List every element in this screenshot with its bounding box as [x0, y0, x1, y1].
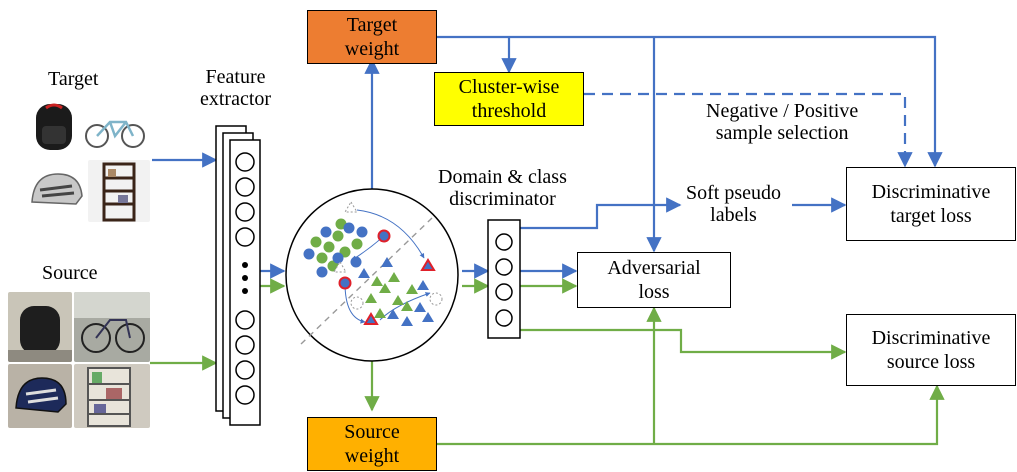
cluster-threshold-box: Cluster-wise threshold	[434, 72, 584, 126]
disc-source-loss-line2: source loss	[886, 351, 976, 373]
source-helmet-photo	[8, 364, 72, 428]
shelf-photo	[88, 160, 150, 222]
helmet-photo	[26, 166, 86, 216]
soft-labels-line2: labels	[710, 204, 757, 226]
discriminator-line2: discriminator	[449, 188, 556, 210]
discriminator-line1: Domain & class	[438, 166, 567, 188]
backpack-photo	[26, 98, 82, 154]
disc-source-loss-line1: Discriminative	[871, 327, 991, 349]
source-label: Source	[42, 262, 98, 284]
target-weight-box: Target weight	[307, 10, 437, 64]
source-backpack-photo	[8, 292, 72, 362]
soft-labels-line1: Soft pseudo	[686, 182, 781, 204]
bicycle-photo	[82, 104, 148, 152]
disc-source-loss-box: Discriminative source loss	[846, 314, 1016, 386]
source-bicycle-photo	[74, 292, 150, 362]
sample-selection-line1: Negative / Positive	[706, 100, 859, 122]
adversarial-loss-line2: loss	[638, 281, 670, 303]
target-flow-arrows	[152, 35, 943, 279]
feature-extractor-neurons	[235, 152, 255, 405]
feature-extractor-stack	[215, 125, 261, 426]
discriminator-label: Domain & class discriminator	[438, 166, 567, 210]
disc-target-loss-line2: target loss	[890, 205, 972, 227]
target-label: Target	[48, 68, 99, 90]
disc-target-loss-line1: Discriminative	[871, 181, 991, 203]
feature-extractor-label: Feature extractor	[200, 66, 271, 110]
adversarial-loss-box: Adversarial loss	[577, 252, 731, 308]
feature-extractor-line2: extractor	[200, 88, 272, 110]
cluster-threshold-line2: threshold	[471, 100, 547, 122]
feature-space-cluster	[285, 188, 459, 362]
target-weight-line1: Target	[346, 14, 398, 36]
soft-pseudo-labels: Soft pseudo labels	[686, 182, 781, 226]
disc-target-loss-box: Discriminative target loss	[846, 167, 1016, 241]
cluster-threshold-line1: Cluster-wise	[458, 76, 560, 98]
source-weight-line1: Source	[344, 421, 400, 443]
sample-selection-label: Negative / Positive sample selection	[706, 100, 858, 144]
source-weight-line2: weight	[344, 445, 400, 467]
source-flow-arrows	[150, 278, 945, 446]
source-weight-box: Source weight	[307, 417, 437, 471]
adversarial-loss-line1: Adversarial	[607, 257, 701, 279]
source-shelf-photo	[74, 364, 150, 428]
feature-extractor-line1: Feature	[205, 66, 266, 88]
feature-extractor-ellipsis	[242, 262, 248, 294]
discriminator-column	[487, 219, 521, 339]
target-weight-line2: weight	[344, 38, 400, 60]
sample-selection-line2: sample selection	[715, 122, 849, 144]
threshold-dashed-arrow	[584, 92, 913, 168]
